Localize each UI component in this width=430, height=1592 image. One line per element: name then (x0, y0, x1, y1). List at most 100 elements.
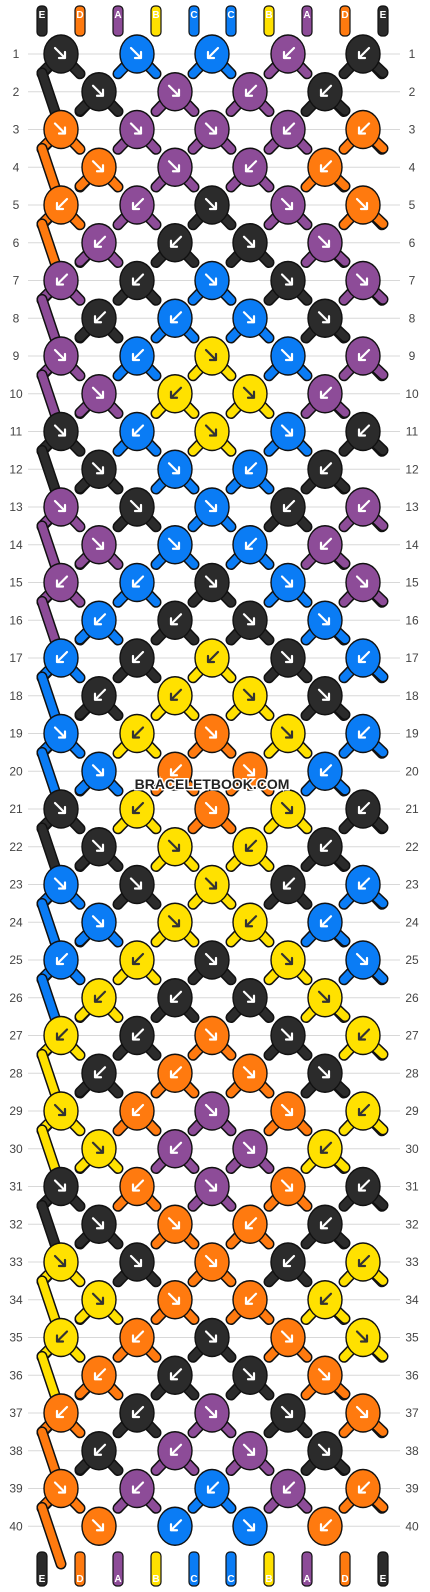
row-number-left: 18 (9, 689, 23, 703)
arrow-down-left-icon (55, 197, 69, 211)
row-number-left: 19 (9, 727, 23, 741)
row-number-right: 7 (409, 274, 416, 288)
row-number-left: 12 (9, 462, 23, 476)
arrow-down-left-icon (357, 424, 371, 437)
row-number-right: 15 (405, 576, 419, 590)
arrow-down-right-icon (91, 1217, 105, 1230)
arrow-down-right-icon (53, 877, 67, 890)
row-number-left: 32 (9, 1217, 23, 1231)
row-number-right: 17 (405, 651, 419, 665)
row-number-right: 22 (405, 840, 419, 854)
arrow-down-right-icon (242, 1368, 256, 1381)
arrow-down-left-icon (131, 1103, 145, 1117)
row-number-left: 8 (13, 311, 20, 325)
strand-label-top: A (114, 10, 121, 21)
arrow-down-left-icon (319, 1217, 333, 1230)
arrow-down-left-icon (93, 688, 107, 701)
row-number-right: 40 (405, 1519, 419, 1533)
arrow-down-left-icon (282, 499, 296, 513)
strand-label-bottom: C (227, 1574, 234, 1585)
arrow-down-right-icon (280, 801, 294, 815)
row-number-left: 38 (9, 1444, 23, 1458)
arrow-down-left-icon (131, 650, 145, 664)
arrow-down-left-icon (169, 235, 183, 248)
arrow-down-left-icon (282, 877, 296, 890)
arrow-down-left-icon (131, 348, 145, 362)
arrow-down-left-icon (169, 1443, 183, 1456)
arrow-down-right-icon (129, 122, 143, 135)
arrow-down-left-icon (131, 575, 145, 588)
strand-bottom-stub (339, 1551, 351, 1587)
watermark-text: BRACELETBOOK.COM (135, 776, 290, 792)
arrow-down-left-icon (169, 386, 183, 399)
row-number-left: 28 (9, 1066, 23, 1080)
arrow-down-right-icon (242, 311, 256, 324)
row-number-left: 39 (9, 1482, 23, 1496)
arrow-down-left-icon (319, 462, 333, 475)
arrow-down-right-icon (204, 1330, 218, 1343)
arrow-down-left-icon (244, 84, 258, 97)
arrow-down-left-icon (55, 273, 69, 286)
strand-label-top: B (152, 10, 159, 21)
row-number-left: 23 (9, 878, 23, 892)
row-number-right: 30 (405, 1142, 419, 1156)
row-number-left: 15 (9, 576, 23, 590)
arrow-down-left-icon (319, 160, 333, 173)
arrow-down-right-icon (167, 462, 181, 475)
row-number-right: 1 (409, 47, 416, 61)
row-number-left: 16 (9, 613, 23, 627)
strand-bottom-stub (150, 1551, 162, 1587)
arrow-down-left-icon (319, 1141, 333, 1154)
arrow-down-left-icon (282, 122, 296, 135)
arrow-down-right-icon (355, 197, 369, 211)
arrow-down-right-icon (242, 688, 256, 701)
strand-label-top: D (76, 10, 83, 21)
arrow-down-right-icon (204, 424, 218, 437)
arrow-down-right-icon (280, 197, 294, 211)
arrow-down-right-icon (204, 952, 218, 966)
arrow-down-right-icon (204, 1254, 218, 1268)
row-number-left: 9 (13, 349, 20, 363)
row-number-right: 16 (405, 613, 419, 627)
row-number-right: 19 (405, 727, 419, 741)
arrow-down-right-icon (242, 1141, 256, 1154)
strand-label-top: E (380, 10, 387, 21)
row-number-left: 21 (9, 802, 23, 816)
strand-label-bottom: A (114, 1574, 121, 1585)
strand-label-top: D (341, 10, 348, 21)
strand-top-stub (150, 5, 162, 37)
strand-top-stub (225, 5, 237, 37)
arrow-down-right-icon (167, 1292, 181, 1305)
arrow-down-right-icon (204, 1179, 218, 1192)
arrow-down-left-icon (319, 915, 333, 928)
row-number-right: 13 (405, 500, 419, 514)
row-number-right: 38 (405, 1444, 419, 1458)
arrow-down-left-icon (131, 197, 145, 211)
row-number-right: 32 (405, 1217, 419, 1231)
strand-label-bottom: E (39, 1574, 46, 1585)
strand-bottom-stub (36, 1551, 48, 1587)
arrow-down-right-icon (204, 122, 218, 135)
arrow-down-right-icon (242, 1066, 256, 1079)
row-number-right: 27 (405, 1029, 419, 1043)
arrow-down-right-icon (280, 952, 294, 966)
arrow-down-left-icon (206, 1481, 220, 1494)
arrow-down-left-icon (131, 952, 145, 966)
row-number-right: 23 (405, 878, 419, 892)
arrow-down-left-icon (131, 1330, 145, 1343)
arrow-down-left-icon (131, 1405, 145, 1419)
row-number-right: 20 (405, 764, 419, 778)
arrow-down-left-icon (206, 46, 220, 60)
arrow-down-right-icon (280, 273, 294, 286)
strand-label-top: C (190, 10, 197, 21)
arrow-down-left-icon (169, 1066, 183, 1079)
arrow-down-left-icon (131, 424, 145, 437)
row-number-left: 6 (13, 236, 20, 250)
arrow-down-right-icon (91, 1141, 105, 1154)
strand-label-bottom: B (152, 1574, 159, 1585)
row-number-left: 14 (9, 538, 23, 552)
row-number-left: 1 (13, 47, 20, 61)
row-number-right: 21 (405, 802, 419, 816)
